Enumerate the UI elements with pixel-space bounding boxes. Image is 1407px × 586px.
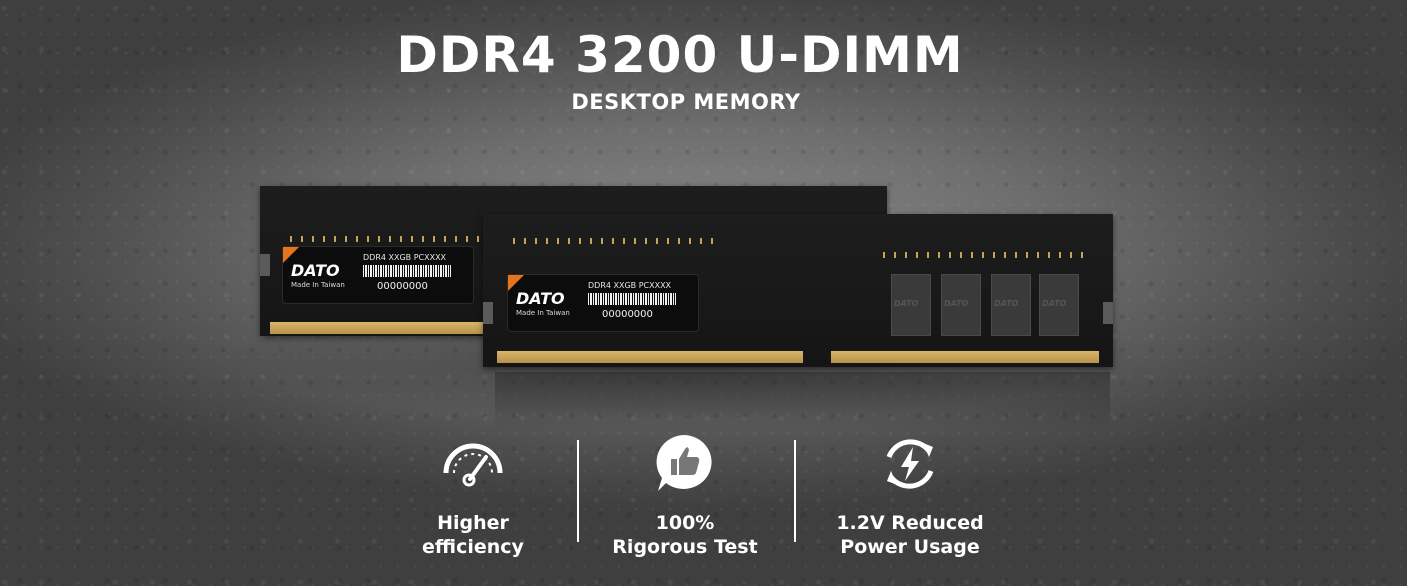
speedometer-icon (443, 443, 503, 487)
module-reflection (495, 372, 1110, 432)
thumbs-up-icon (656, 434, 712, 491)
feature-line: Power Usage (840, 536, 980, 558)
feature-line: Higher (437, 512, 509, 534)
feature-line: 100% (655, 512, 715, 534)
memory-chip: DATO (941, 274, 981, 336)
memory-chip: DATO (891, 274, 931, 336)
feature-divider (577, 440, 579, 542)
feature-line: efficiency (422, 536, 524, 558)
module-contact-pads (290, 236, 510, 242)
module-contact-pads (513, 238, 713, 244)
serial-number: 00000000 (602, 309, 653, 320)
brand-logo: DATO (516, 289, 565, 308)
chip-brand-mark: DATO (994, 299, 1019, 308)
feature-testing: 100%Rigorous Test (585, 433, 785, 559)
module-side-notch (1103, 302, 1113, 324)
power-cycle-icon (886, 439, 934, 489)
chip-brand-mark: DATO (944, 299, 969, 308)
barcode (363, 265, 451, 277)
module-label: DATO Made In Taiwan DDR4 XXGB PCXXXX 000… (507, 274, 699, 332)
gold-contacts (497, 351, 803, 363)
gold-contacts (270, 322, 495, 334)
page-title: DDR4 3200 U-DIMM (396, 26, 964, 84)
module-side-notch (483, 302, 493, 324)
origin-text: Made In Taiwan (516, 309, 570, 317)
feature-testing-label: 100%Rigorous Test (585, 511, 785, 559)
origin-text: Made In Taiwan (291, 281, 345, 289)
part-number-text: DDR4 XXGB PCXXXX (363, 253, 447, 262)
module-label: DATO Made In Taiwan DDR4 XXGB PCXXXX 000… (282, 246, 474, 304)
brand-corner-accent (508, 275, 524, 291)
memory-module-front: DATO Made In Taiwan DDR4 XXGB PCXXXX 000… (483, 214, 1113, 367)
memory-chip: DATO (991, 274, 1031, 336)
gold-contacts (831, 351, 1099, 363)
serial-number: 00000000 (377, 281, 428, 292)
brand-logo: DATO (291, 261, 340, 280)
module-contact-pads (883, 252, 1083, 258)
page-subtitle: DESKTOP MEMORY (571, 90, 801, 114)
chip-brand-mark: DATO (1042, 299, 1067, 308)
brand-corner-accent (283, 247, 299, 263)
feature-line: 1.2V Reduced (836, 512, 984, 534)
chip-brand-mark: DATO (894, 299, 919, 308)
feature-divider (794, 440, 796, 542)
part-number-text: DDR4 XXGB PCXXXX (588, 281, 672, 290)
barcode (588, 293, 676, 305)
feature-line: Rigorous Test (612, 536, 758, 558)
module-side-notch (260, 254, 270, 276)
memory-chip: DATO (1039, 274, 1079, 336)
